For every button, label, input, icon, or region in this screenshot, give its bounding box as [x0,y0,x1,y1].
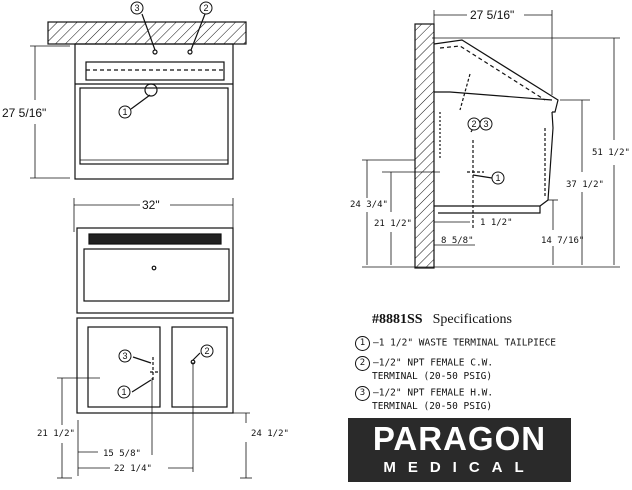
sink-front-outline [74,43,234,180]
spec-item-3-number: 3 [355,386,370,401]
spec-heading: Specifications [432,312,512,327]
plan-callout-2: 2 [200,344,214,358]
front-callout-3: 3 [130,1,144,15]
side-callout-3: 3 [479,117,493,131]
svg-text:3: 3 [134,3,139,13]
side-dim-14-7-16: 14 7/16" [541,236,584,246]
svg-text:1: 1 [122,107,127,117]
side-callout-2: 2 [467,117,481,131]
svg-text:1: 1 [495,173,500,183]
side-dim-51-half: 51 1/2" [592,148,630,158]
side-elevation [362,10,620,269]
side-dim-8-5-8: 8 5/8" [441,236,474,246]
spec-item-1: 1—1 1/2" WASTE TERMINAL TAILPIECE [355,336,556,351]
side-dim-1-half: 1 1/2" [480,218,513,228]
plan-dim-22-1-4: 22 1/4" [114,464,152,474]
plan-dim-24-half: 24 1/2" [251,429,289,439]
logo-line-paragon: PARAGON [372,420,547,457]
front-callout-2: 2 [199,1,213,15]
sink-body-profile [434,111,554,207]
sink-lip [88,233,222,245]
plan-callout-3: 3 [118,349,132,363]
svg-text:2: 2 [471,119,476,129]
sink-top-outline [76,227,234,314]
logo-line-medical: MEDICAL [383,459,536,476]
sink-basin-front [79,87,229,165]
cabinet-panel-left [87,326,161,408]
cabinet-panel-right [171,326,228,408]
plan-width-dim: 32" [142,198,160,212]
spec-item-2-cont: TERMINAL (20-50 PSIG) [372,371,493,382]
spec-item-1-number: 1 [355,336,370,351]
spec-item-3-text: —1/2" NPT FEMALE H.W. [373,387,494,399]
plan-view [57,198,252,479]
svg-text:2: 2 [203,3,208,13]
spec-item-2-number: 2 [355,356,370,371]
front-height-dim: 27 5/16" [2,106,46,120]
side-callout-1: 1 [491,171,505,185]
spec-item-3: 3—1/2" NPT FEMALE H.W. TERMINAL (20-50 P… [355,386,493,413]
spec-item-2-text: —1/2" NPT FEMALE C.W. [373,357,494,369]
drain-outlet [144,83,158,97]
cold-water-hole [187,49,193,55]
drain-top [151,265,157,271]
spec-item-3-cont: TERMINAL (20-50 PSIG) [372,401,493,412]
paragon-medical-logo: PARAGON MEDICAL [348,418,571,482]
side-dim-37-half: 37 1/2" [566,180,604,190]
sink-rim [85,61,225,81]
model-number: #8881SS [372,312,423,327]
plan-callout-1: 1 [117,385,131,399]
spec-item-1-text: —1 1/2" WASTE TERMINAL TAILPIECE [373,337,557,349]
front-elevation [30,13,247,180]
spec-item-2: 2—1/2" NPT FEMALE C.W. TERMINAL (20-50 P… [355,356,493,383]
svg-text:3: 3 [483,119,488,129]
spec-title: #8881SS Specifications [372,312,512,328]
basin-top [83,248,230,302]
svg-text:2: 2 [204,346,209,356]
hot-water-hole [152,49,158,55]
cabinet-outline [76,317,234,414]
front-callout-1: 1 [118,105,132,119]
wall-section-side [414,23,435,269]
wall-section-hatch [47,21,247,45]
plan-dim-15-5-8: 15 5/8" [103,449,141,459]
plan-dim-21-half: 21 1/2" [37,429,75,439]
svg-text:1: 1 [121,387,126,397]
side-depth-dim: 27 5/16" [470,8,514,22]
side-dim-21-half: 21 1/2" [374,219,412,229]
svg-text:3: 3 [122,351,127,361]
splash-top-profile [433,39,559,113]
side-dim-24-3-4: 24 3/4" [350,200,388,210]
